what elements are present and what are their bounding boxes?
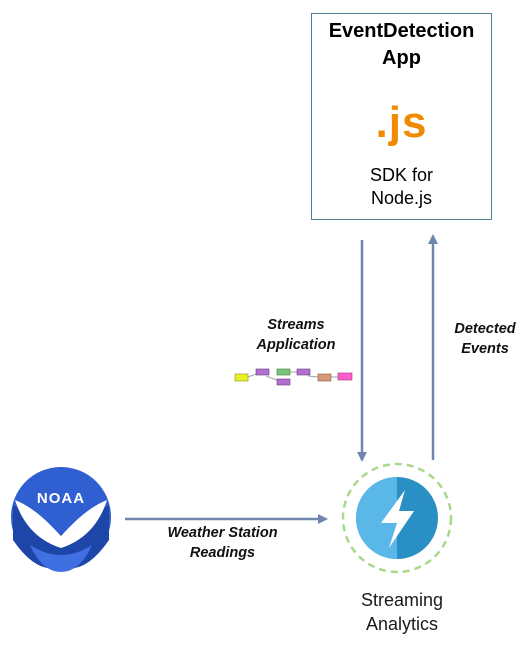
js-logo-icon: .js [375, 98, 428, 147]
noaa-logo-text: NOAA [37, 490, 85, 507]
weather-station-readings-label: Weather Station Readings [167, 525, 278, 561]
sdk-label: SDK for Node.js [369, 165, 434, 208]
app-title: EventDetection App [328, 20, 475, 69]
noaa-logo-text-layer: NOAA [37, 490, 85, 507]
noaa-logo-icon [11, 467, 111, 572]
streams-graph-icon [234, 368, 353, 386]
streams-application-label: Streams Application [256, 317, 336, 353]
streaming-analytics-label: Streaming Analytics [360, 590, 444, 634]
detected-events-label: Detected Events [454, 321, 516, 357]
event-detection-app-box [311, 13, 492, 220]
streaming-analytics-icon [341, 462, 453, 574]
